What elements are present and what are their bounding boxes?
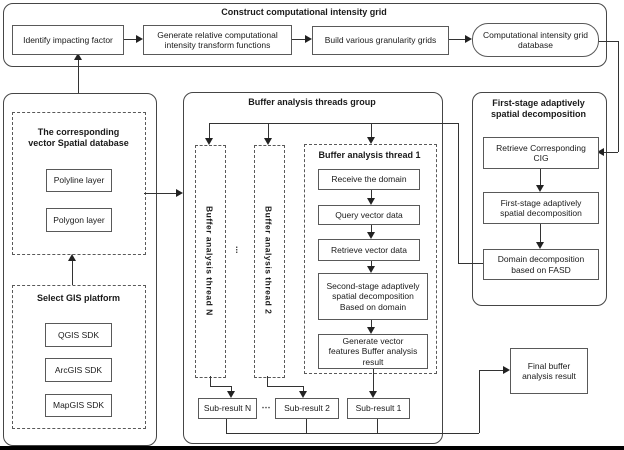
arrow-right-icon <box>465 35 472 43</box>
arrow-down-icon <box>369 391 377 398</box>
node-arcgis-sdk: ArcGIS SDK <box>45 358 112 382</box>
data-source-group <box>3 93 157 446</box>
connector <box>226 417 227 433</box>
connector <box>371 318 372 327</box>
connector <box>144 193 176 194</box>
connector <box>209 123 458 124</box>
connector <box>267 376 268 386</box>
thread-n-label: Buffer analysis thread N <box>204 205 215 316</box>
node-cig-database: Computational intensity grid database <box>472 23 599 57</box>
arrow-left-icon <box>597 148 604 156</box>
node-sub-result-2: Sub-result 2 <box>275 398 339 419</box>
node-receive-domain: Receive the domain <box>318 169 420 190</box>
connector <box>226 433 479 434</box>
node-sub-result-1: Sub-result 1 <box>347 398 410 419</box>
gis-platform-title: Select GIS platform <box>36 293 121 303</box>
node-polyline-layer: Polyline layer <box>46 169 112 192</box>
bottom-border-bar <box>0 446 624 450</box>
connector <box>540 222 541 242</box>
arrow-down-icon <box>227 391 235 398</box>
first-stage-title: First-stage adaptively spatial decomposi… <box>490 98 586 120</box>
sub-results-ellipsis: ⋯ <box>261 402 271 412</box>
node-identify-factor: Identify impacting factor <box>12 25 124 55</box>
connector <box>458 263 483 264</box>
connector <box>618 41 619 152</box>
connector <box>290 39 305 40</box>
node-generate-buffer-result: Generate vector features Buffer analysis… <box>318 334 428 369</box>
construct-grid-title: Construct computational intensity grid <box>221 7 387 17</box>
buffer-threads-group <box>183 92 443 444</box>
arrow-up-icon <box>74 53 82 60</box>
node-polygon-layer: Polygon layer <box>46 208 112 232</box>
thread-1-title: Buffer analysis thread 1 <box>318 150 421 160</box>
buffer-threads-title: Buffer analysis threads group <box>248 97 376 107</box>
connector <box>597 41 619 42</box>
arrow-right-icon <box>136 35 143 43</box>
connector <box>210 376 211 386</box>
connector <box>209 123 210 138</box>
connector <box>72 261 73 285</box>
connector <box>371 259 372 266</box>
connector <box>306 417 307 433</box>
node-first-stage-decomposition: First-stage adaptively spatial decomposi… <box>483 192 599 224</box>
arrow-down-icon <box>367 198 375 205</box>
connector <box>210 386 231 387</box>
node-mapgis-sdk: MapGIS SDK <box>45 394 112 417</box>
connector <box>268 123 269 138</box>
connector <box>78 60 79 93</box>
arrow-right-icon <box>503 366 510 374</box>
connector <box>303 386 304 391</box>
node-retrieve-vector-data: Retrieve vector data <box>318 239 420 261</box>
connector <box>603 152 618 153</box>
thread-1-box <box>304 144 437 374</box>
node-build-grids: Build various granularity grids <box>312 26 449 55</box>
connector <box>479 370 503 371</box>
node-final-buffer-result: Final buffer analysis result <box>510 348 588 394</box>
vector-db-box <box>12 112 146 255</box>
node-qgis-sdk: QGIS SDK <box>45 323 112 347</box>
vector-db-title: The corresponding vector Spatial databas… <box>28 127 129 149</box>
threads-ellipsis: ... <box>234 246 244 254</box>
connector <box>373 367 374 391</box>
arrow-down-icon <box>536 185 544 192</box>
arrow-down-icon <box>264 138 272 145</box>
arrow-down-icon <box>367 327 375 334</box>
node-domain-decomposition: Domain decomposition based on FASD <box>483 249 599 280</box>
arrow-down-icon <box>367 137 375 144</box>
connector <box>458 123 459 263</box>
connector <box>479 370 480 433</box>
node-second-stage-decomposition: Second-stage adaptively spatial decompos… <box>318 273 428 320</box>
connector <box>540 167 541 185</box>
connector <box>267 386 303 387</box>
connector <box>371 223 372 232</box>
thread-2-label: Buffer analysis thread 2 <box>263 206 274 315</box>
connector <box>447 39 465 40</box>
connector <box>371 188 372 198</box>
connector <box>231 386 232 391</box>
node-retrieve-cig: Retrieve Corresponding CIG <box>483 137 599 169</box>
thread-2-box <box>254 145 285 378</box>
connector <box>371 123 372 137</box>
arrow-down-icon <box>367 266 375 273</box>
arrow-up-icon <box>68 254 76 261</box>
arrow-down-icon <box>367 232 375 239</box>
arrow-down-icon <box>536 242 544 249</box>
arrow-down-icon <box>299 391 307 398</box>
node-query-vector-data: Query vector data <box>318 205 420 225</box>
arrow-down-icon <box>205 138 213 145</box>
connector <box>122 39 136 40</box>
connector <box>377 417 378 433</box>
node-generate-functions: Generate relative computational intensit… <box>143 25 292 55</box>
node-sub-result-n: Sub-result N <box>198 398 257 419</box>
arrow-right-icon <box>305 35 312 43</box>
arrow-right-icon <box>176 189 183 197</box>
gis-platform-box <box>12 285 146 429</box>
